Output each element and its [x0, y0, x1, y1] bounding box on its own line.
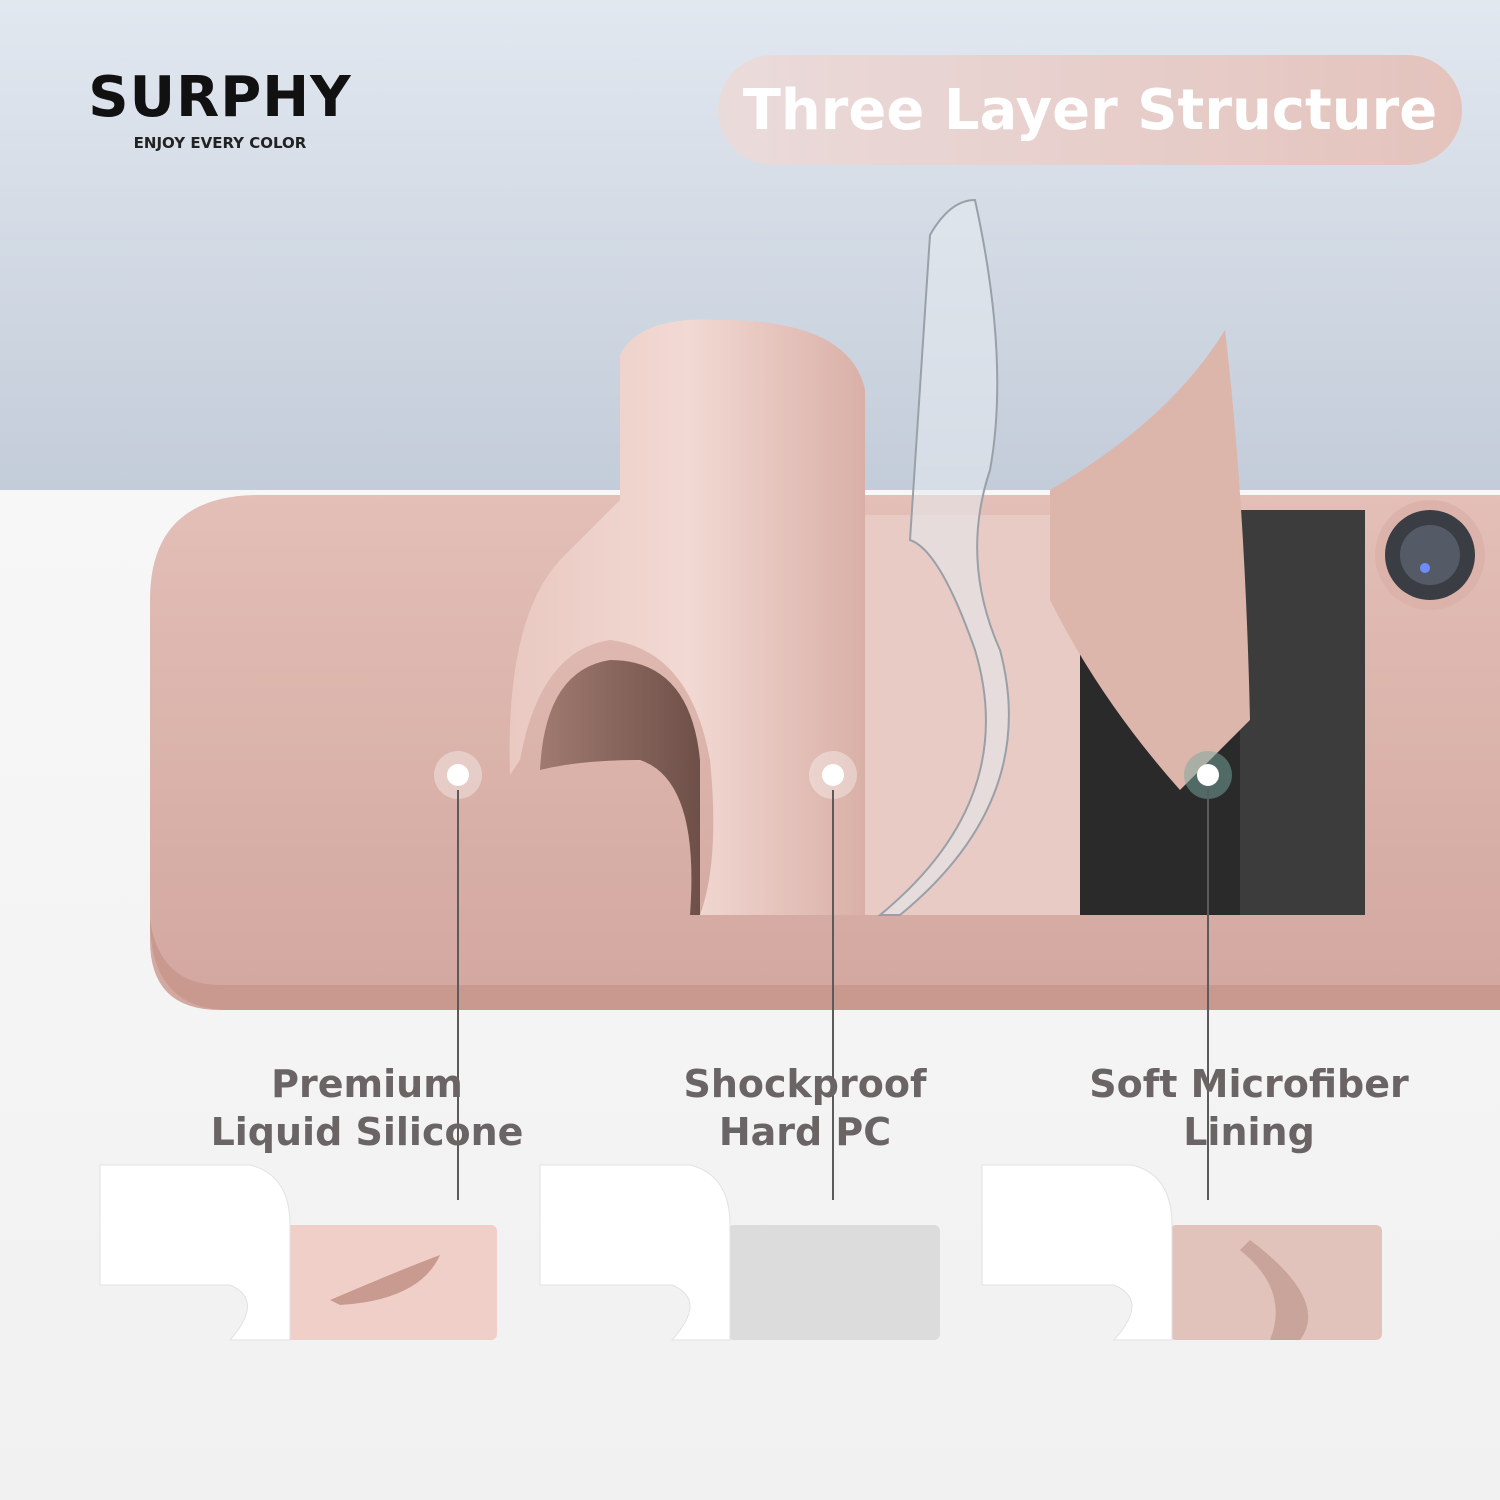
- swatch-microfiber: [981, 1164, 1382, 1341]
- layer-label-silicone: Premium Liquid Silicone: [167, 1060, 567, 1156]
- brand-logo: SURPHY ENJOY EVERY COLOR: [82, 65, 358, 153]
- label-line: Lining: [1183, 1110, 1315, 1154]
- swatch-silicone: [99, 1164, 497, 1341]
- swatch-hard-pc: [539, 1164, 940, 1341]
- brand-name: SURPHY: [88, 65, 352, 130]
- label-line: Soft Microfiber: [1089, 1062, 1409, 1106]
- label-line: Liquid Silicone: [210, 1110, 524, 1154]
- label-line: Premium: [271, 1062, 463, 1106]
- label-line: Hard PC: [718, 1110, 892, 1154]
- page-title: Three Layer Structure: [742, 77, 1438, 143]
- callout-markers: [434, 751, 1232, 1200]
- hard-pc-layer: [877, 198, 1010, 916]
- silicone-layer: [509, 319, 865, 915]
- brand-tagline: ENJOY EVERY COLOR: [133, 134, 307, 152]
- layer-label-hard-pc: Shockproof Hard PC: [605, 1060, 1005, 1156]
- title-banner: Three Layer Structure: [718, 55, 1462, 165]
- layer-label-microfiber: Soft Microfiber Lining: [1049, 1060, 1449, 1156]
- label-line: Shockproof: [683, 1062, 927, 1106]
